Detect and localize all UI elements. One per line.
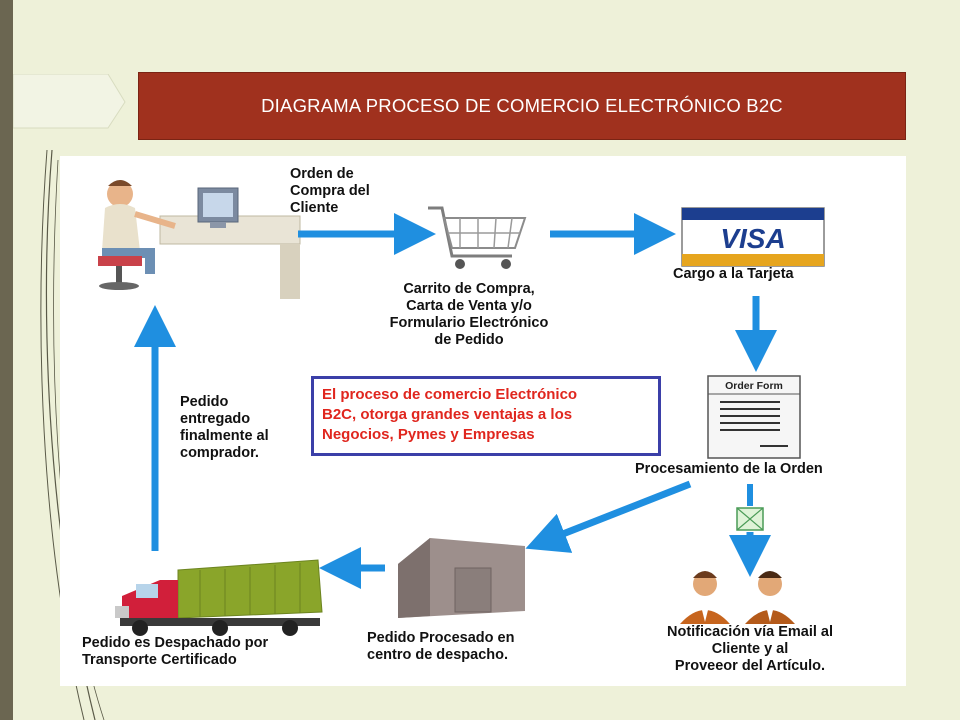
diagram-graphics: VISA Order Form — [98, 180, 825, 636]
delivered-label: Pedido entregado finalmente al comprador… — [180, 394, 269, 461]
title-arrow-shape — [13, 74, 126, 129]
visa-text: VISA — [720, 223, 785, 254]
processing-label: Procesamiento de la Orden — [635, 461, 823, 477]
info-box: El proceso de comercio Electrónico B2C, … — [311, 376, 661, 456]
envelope-icon — [736, 507, 764, 531]
info-line: El proceso de comercio Electrónico — [322, 386, 578, 403]
business-people-icon — [680, 571, 795, 624]
order-form-icon: Order Form — [707, 375, 801, 459]
diagram-panel: VISA Order Form — [60, 156, 906, 686]
warehouse-label: Pedido Procesado en centro de despacho. — [367, 630, 515, 663]
warehouse-icon — [398, 538, 525, 618]
truck-icon — [115, 559, 323, 636]
visa-card-icon: VISA — [681, 207, 825, 267]
slide-title: DIAGRAMA PROCESO DE COMERCIO ELECTRÓNICO… — [261, 95, 783, 116]
truck-label: Pedido es Despachado por Transporte Cert… — [82, 635, 269, 668]
shopping-cart-icon — [428, 206, 527, 269]
order-form-header: Order Form — [725, 380, 783, 392]
title-banner: DIAGRAMA PROCESO DE COMERCIO ELECTRÓNICO… — [138, 72, 906, 140]
info-line: Negocios, Pymes y Empresas — [322, 426, 535, 443]
order-label: Orden de Compra del Cliente — [290, 166, 370, 216]
cart-label: Carrito de Compra, Carta de Venta y/o Fo… — [389, 281, 549, 348]
notification-label: Notificación vía Email al Cliente y al P… — [667, 624, 833, 674]
left-accent-bar — [0, 0, 13, 720]
card-label: Cargo a la Tarjeta — [673, 266, 794, 282]
info-line: B2C, otorga grandes ventajas a los — [322, 406, 573, 423]
customer-computer-icon — [98, 180, 301, 299]
